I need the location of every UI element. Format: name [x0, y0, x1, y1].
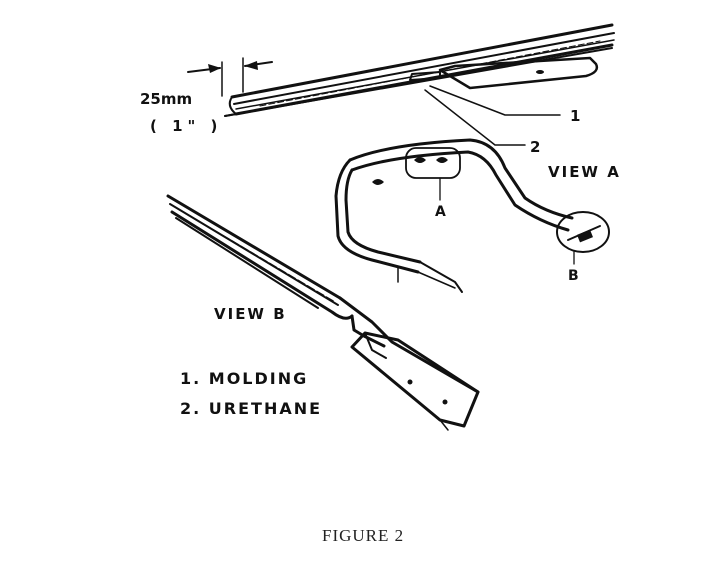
molding-strip: [224, 23, 615, 117]
callout-1-leader: [429, 85, 561, 116]
callout-2: 2: [530, 138, 540, 156]
view-b-section: [166, 194, 480, 431]
legend-item-molding: 1. MOLDING: [180, 369, 308, 388]
dimension-metric: 25mm: [140, 90, 192, 108]
figure-caption: FIGURE 2: [322, 526, 404, 545]
view-a-bracket: [334, 138, 610, 293]
callout-1: 1: [570, 107, 580, 125]
dimension-imperial: ( 1" ): [150, 117, 222, 135]
point-a-label: A: [435, 204, 446, 220]
callout-2-leader: [424, 89, 526, 146]
point-b-label: B: [568, 268, 579, 284]
view-b-title: VIEW B: [214, 305, 287, 323]
dimension-marker: [187, 57, 273, 97]
view-a-title: VIEW A: [548, 163, 621, 181]
legend-item-urethane: 2. URETHANE: [180, 399, 322, 418]
molding-bracket: [409, 56, 599, 90]
